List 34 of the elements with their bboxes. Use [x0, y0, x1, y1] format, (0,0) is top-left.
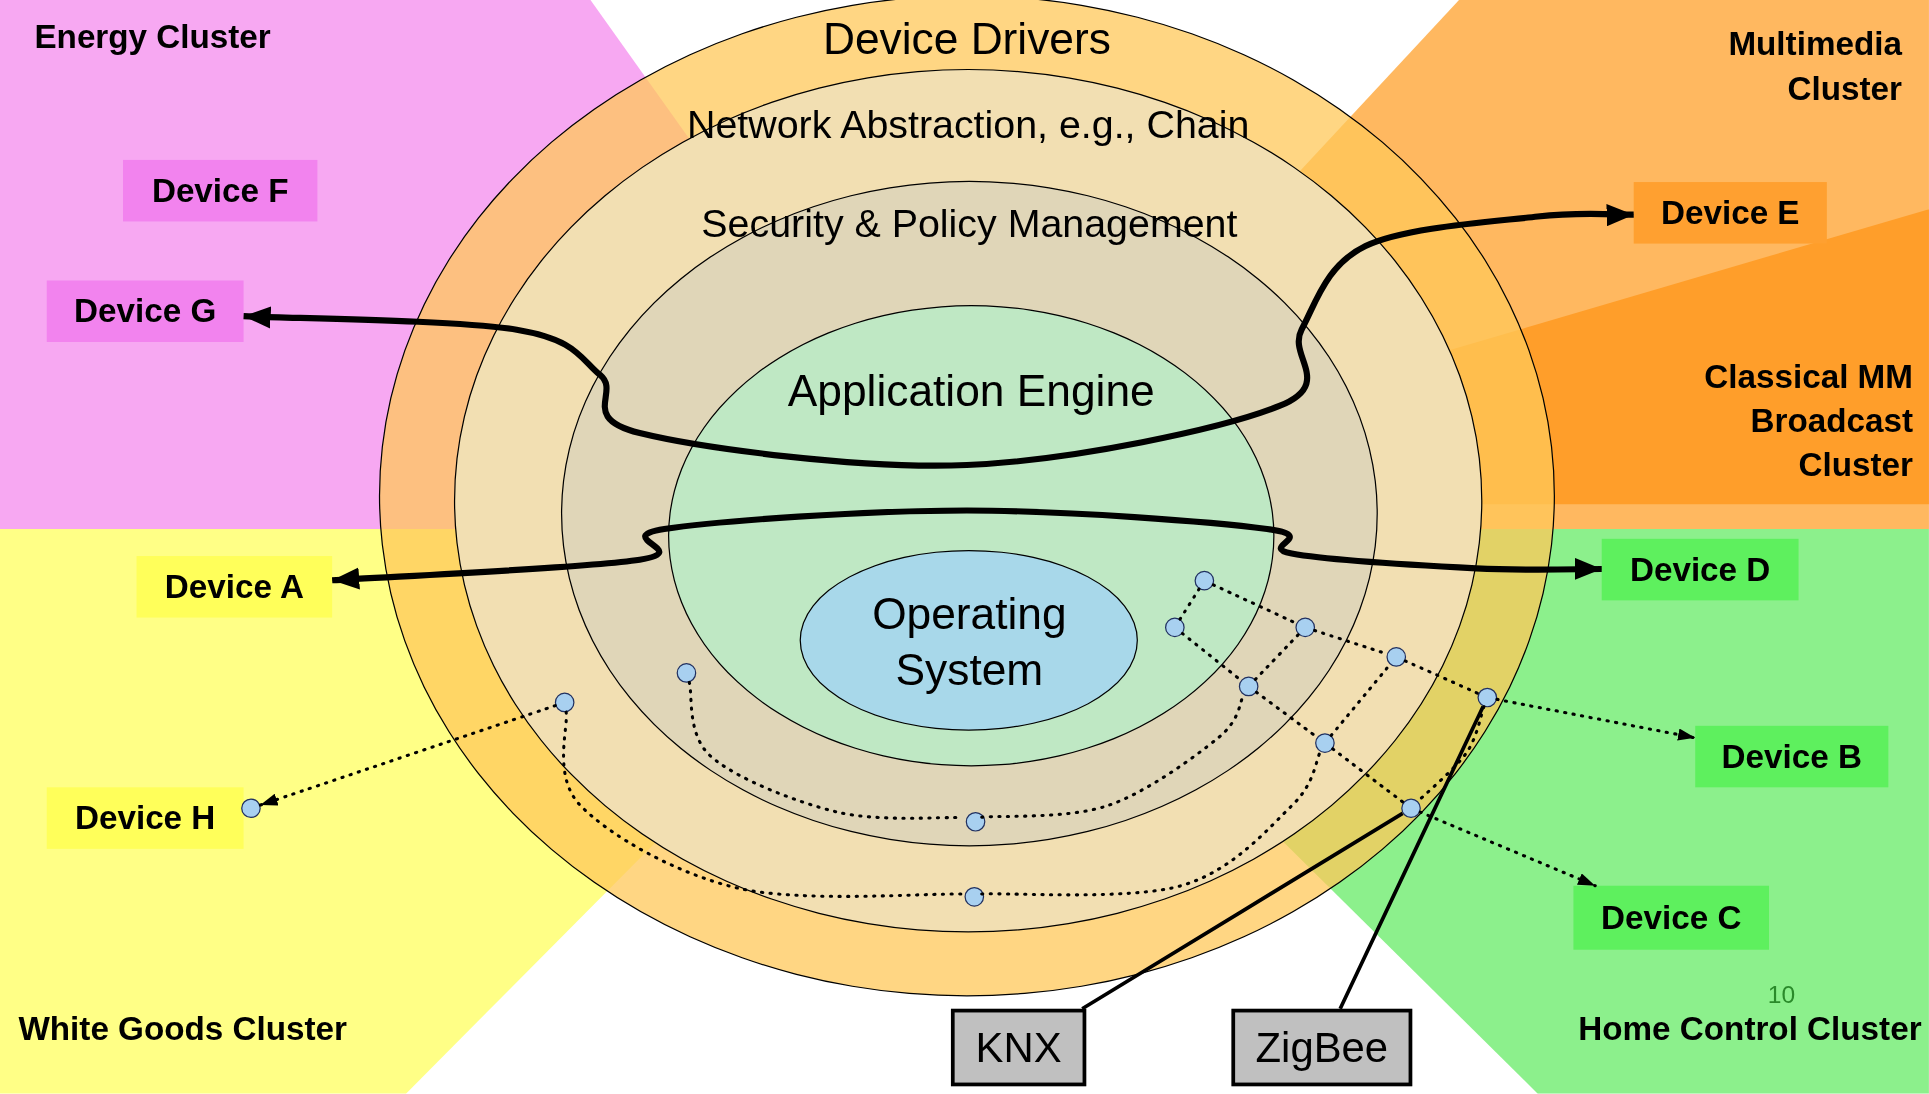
- device-tag: Device F: [123, 159, 318, 222]
- dotted-arrow: [1495, 697, 1697, 741]
- device-tag: Device D: [1601, 538, 1799, 601]
- device-tag: Device G: [46, 280, 244, 342]
- dotted-link: [1331, 747, 1405, 804]
- dotted-arrow: [258, 704, 557, 807]
- device-tag: Device E: [1633, 182, 1827, 244]
- layer-label: Operating System: [871, 587, 1068, 698]
- protocol-box: ZigBee: [1231, 1008, 1413, 1087]
- cluster-label: Home Control Cluster: [1577, 1009, 1922, 1049]
- connection-dot: [964, 886, 985, 907]
- cluster-label: Energy Cluster: [34, 17, 272, 58]
- dotted-link: [1403, 659, 1480, 696]
- connector-line: [1338, 705, 1485, 1010]
- device-tag: Device B: [1695, 725, 1889, 788]
- cluster-label: Classical MM Broadcast Cluster: [1703, 357, 1913, 486]
- device-tag: Device A: [136, 556, 333, 618]
- layer-label: Application Engine: [786, 365, 1156, 418]
- thick-arrow: [331, 507, 1602, 590]
- layer-label: Device Drivers: [821, 13, 1112, 66]
- dotted-link: [562, 710, 964, 898]
- device-tag: Device C: [1573, 885, 1770, 950]
- dotted-link: [1253, 632, 1300, 681]
- cluster-label: White Goods Cluster: [18, 1009, 348, 1049]
- connector-line: [1081, 811, 1404, 1011]
- page-number: 10: [1767, 980, 1796, 1009]
- device-tag: Device H: [46, 787, 244, 849]
- protocol-box: KNX: [950, 1008, 1087, 1087]
- connection-dot: [965, 811, 986, 832]
- dotted-arrow: [1418, 810, 1597, 888]
- dotted-link: [980, 750, 1322, 897]
- thick-arrow: [243, 203, 1634, 469]
- cluster-label: Multimedia Cluster: [1727, 24, 1902, 110]
- dotted-link: [1178, 587, 1201, 621]
